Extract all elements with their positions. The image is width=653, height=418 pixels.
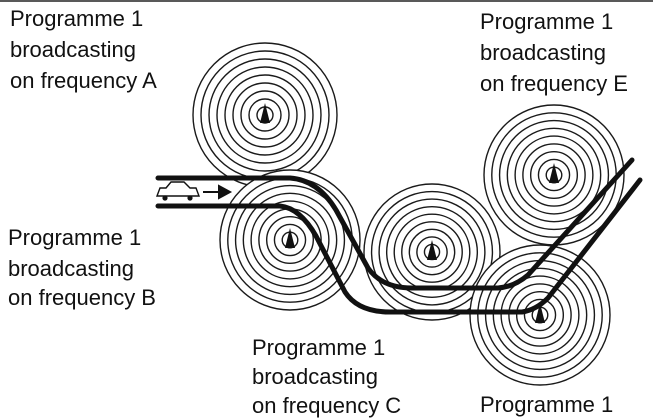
signal-ring xyxy=(506,127,602,223)
signal-ring xyxy=(219,169,361,311)
direction-arrow-icon xyxy=(203,184,233,200)
transmitter-icon xyxy=(427,240,437,260)
signal-ring xyxy=(232,82,298,148)
signal-ring xyxy=(537,158,571,192)
signal-ring xyxy=(240,90,290,140)
signal-ring xyxy=(378,198,486,306)
signal-ring xyxy=(523,298,557,332)
signal-ring xyxy=(408,228,456,276)
road-lower-edge xyxy=(155,177,643,315)
signal-ring xyxy=(529,150,579,200)
signal-ring xyxy=(492,267,588,363)
signal-ring xyxy=(469,244,611,386)
signal-ring xyxy=(234,184,346,296)
signal-ring xyxy=(416,236,448,268)
signal-ring xyxy=(363,183,501,321)
transmitter-b xyxy=(219,169,361,311)
signal-ring xyxy=(224,74,306,156)
signal-ring xyxy=(522,143,586,207)
signal-ring xyxy=(208,58,322,172)
label-frequency-b: Programme 1 broadcasting on frequency B xyxy=(8,225,156,310)
signal-ring xyxy=(514,135,594,215)
label-frequency-a: Programme 1 broadcasting on frequency A xyxy=(10,6,157,93)
label-frequency-c: Programme 1 broadcasting on frequency C xyxy=(252,335,401,418)
transmitter-icon xyxy=(535,303,545,323)
label-frequency-d-partial: Programme 1 xyxy=(480,392,613,417)
signal-ring xyxy=(248,98,282,132)
signal-ring xyxy=(216,66,314,164)
transmitter-icon xyxy=(549,163,559,183)
road-upper-edge xyxy=(155,157,635,291)
signal-ring xyxy=(477,252,603,378)
car-icon xyxy=(155,181,201,201)
signal-ring xyxy=(250,200,330,280)
signal-ring xyxy=(498,119,610,231)
signal-ring xyxy=(265,215,315,265)
signal-ring xyxy=(508,283,572,347)
signal-ring xyxy=(242,192,338,288)
transmitter-icon xyxy=(260,103,270,123)
signal-ring xyxy=(515,290,565,340)
signal-ring xyxy=(401,221,463,283)
signal-ring xyxy=(385,205,479,299)
transmitter-icon xyxy=(285,228,295,248)
label-frequency-e: Programme 1 broadcasting on frequency E xyxy=(480,9,628,96)
signal-ring xyxy=(273,223,307,257)
transmitter-d xyxy=(469,244,611,386)
transmitter-a xyxy=(192,42,338,188)
signal-ring xyxy=(500,275,580,355)
